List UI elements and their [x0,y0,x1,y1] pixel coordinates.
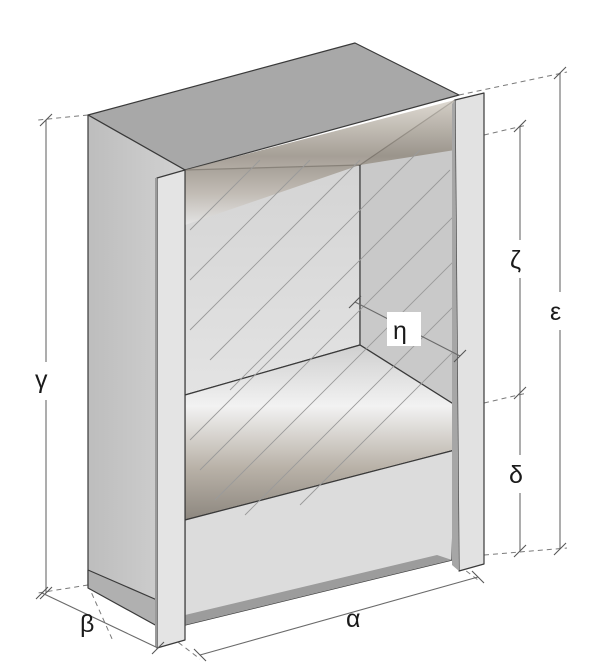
glass-hatching [189,149,455,516]
right-front-post [454,92,485,572]
beta-dim-line [41,592,159,649]
base-plinth [185,555,452,625]
label-eta: η [393,317,407,345]
right-front-post-inner [452,100,459,571]
label-gamma: γ [35,366,48,394]
label-delta: δ [509,461,523,489]
label-backgrounds [30,240,575,493]
label-beta: β [80,610,94,638]
dimension-labels: α β γ δ ε ζ η [35,246,561,638]
upper-hood-shading [185,100,455,225]
left-front-post-side [155,178,157,648]
label-zeta: ζ [510,246,521,274]
label-epsilon: ε [550,298,561,326]
label-alpha: α [346,605,360,633]
cabinet-body [87,42,485,649]
alpha-dim-line [199,576,479,656]
left-front-post [156,169,186,649]
